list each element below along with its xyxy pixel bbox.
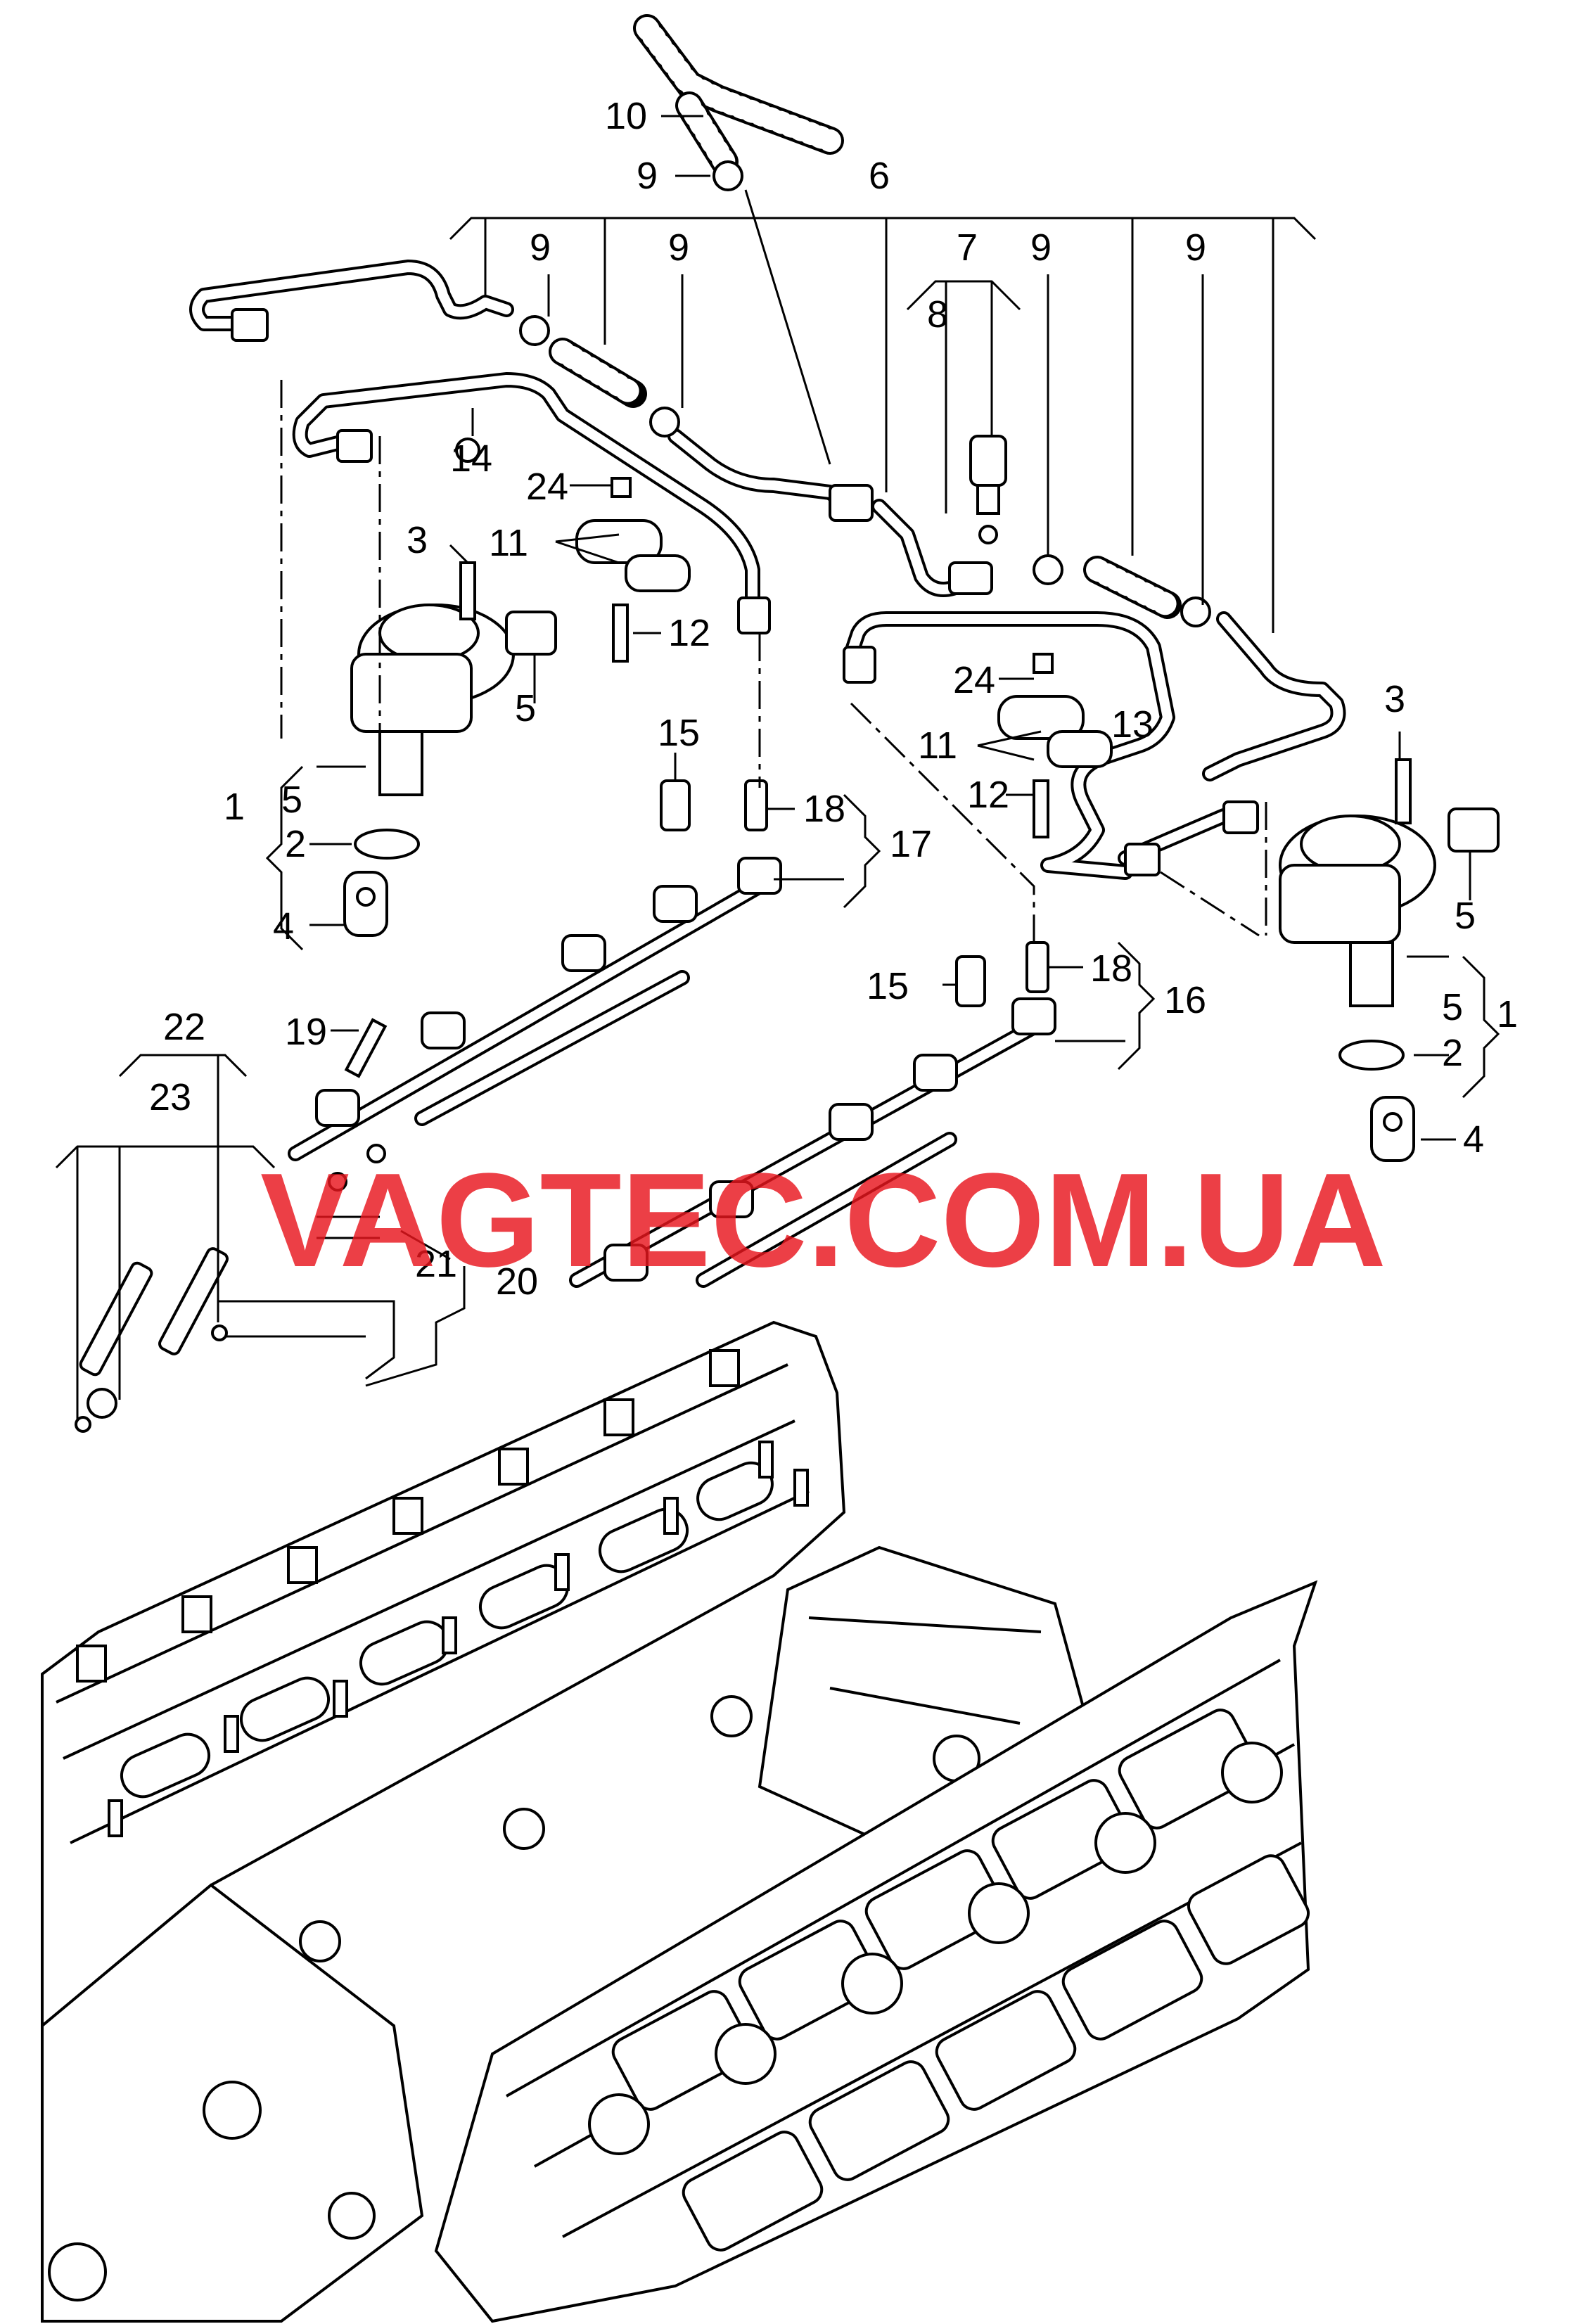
fuel-pump-left	[343, 438, 557, 937]
callout-11: 11	[918, 724, 957, 767]
injectors	[75, 1018, 388, 1433]
fuel-pump-right	[1279, 758, 1500, 1162]
callout-9: 9	[1185, 226, 1206, 269]
callout-1: 1	[224, 786, 245, 828]
callout-7: 7	[957, 226, 978, 269]
callout-13: 13	[1111, 703, 1154, 746]
callout-24: 24	[526, 466, 568, 508]
left-bank-studs	[108, 1441, 809, 1837]
callout-14: 14	[450, 438, 492, 480]
callout-15: 15	[658, 712, 700, 754]
callout-16: 16	[1164, 979, 1206, 1021]
callout-labels: 10 9 6 9 9 7 8 9 9 14 24 3 11 12 5 1 5 2…	[149, 95, 1518, 1303]
callout-17: 17	[890, 823, 932, 865]
callout-10: 10	[605, 95, 647, 137]
callout-18: 18	[1090, 947, 1132, 990]
callout-9: 9	[530, 226, 551, 269]
callout-22: 22	[163, 1006, 205, 1048]
callout-23: 23	[149, 1076, 191, 1118]
fuel-lines	[189, 14, 1346, 880]
callout-4: 4	[1463, 1118, 1484, 1161]
watermark: VAGTEC.COM.UA	[260, 1146, 1386, 1295]
callout-18: 18	[803, 788, 845, 830]
callout-2: 2	[285, 823, 306, 865]
brackets-right	[997, 653, 1113, 838]
fittings	[231, 308, 1259, 876]
callout-8: 8	[927, 293, 948, 336]
callout-9: 9	[668, 226, 689, 269]
left-bank-top-bosses	[76, 1349, 740, 1683]
right-head-cam-caps	[611, 1709, 1310, 2252]
callout-12: 12	[967, 774, 1009, 816]
callout-3: 3	[1384, 678, 1405, 720]
callout-3: 3	[407, 519, 428, 561]
leader-lines	[55, 115, 1500, 1421]
callout-6: 6	[869, 155, 890, 197]
callout-5: 5	[281, 779, 302, 821]
callout-2: 2	[1442, 1032, 1463, 1074]
callout-5: 5	[1455, 895, 1476, 937]
engine-block	[41, 1320, 1318, 2323]
callout-5: 5	[515, 687, 536, 729]
callout-11: 11	[489, 522, 528, 564]
callout-1: 1	[1497, 993, 1518, 1035]
callout-12: 12	[668, 612, 710, 654]
callout-9: 9	[1030, 226, 1052, 269]
pressure-sensor-8	[969, 435, 1007, 544]
callout-19: 19	[285, 1011, 327, 1053]
callout-21: 21	[415, 1243, 457, 1285]
callout-24: 24	[953, 659, 995, 701]
right-head-bores	[588, 1742, 1283, 2155]
fuel-rail-left	[288, 779, 782, 1161]
callout-9: 9	[637, 155, 658, 197]
callout-15: 15	[867, 965, 909, 1007]
callout-20: 20	[496, 1260, 538, 1303]
callout-5: 5	[1442, 986, 1463, 1028]
callout-4: 4	[273, 905, 294, 947]
